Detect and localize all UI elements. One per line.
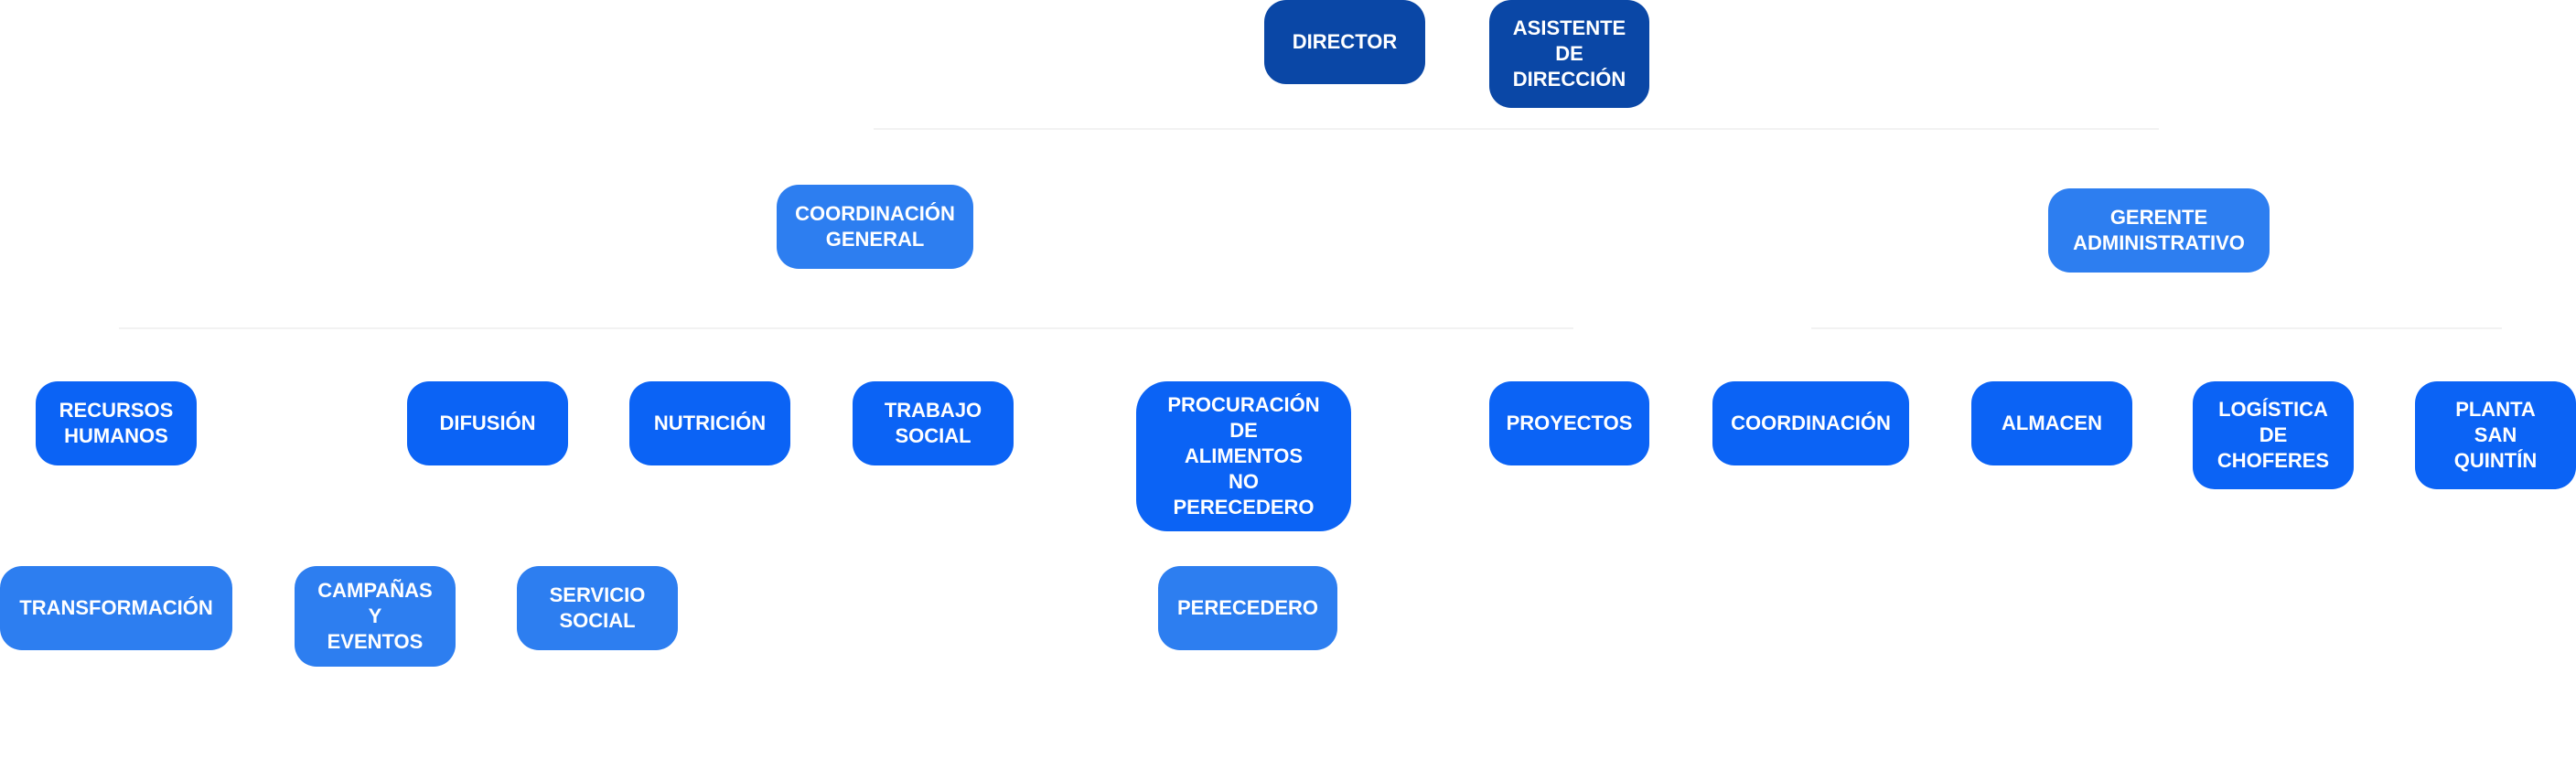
node-servicio-social[interactable]: SERVICIO SOCIAL	[517, 566, 678, 650]
node-recursos-humanos[interactable]: RECURSOS HUMANOS	[36, 381, 197, 465]
connector-level-2-left	[119, 327, 1573, 329]
node-difusion[interactable]: DIFUSIÓN	[407, 381, 568, 465]
node-asistente-de-direccion[interactable]: ASISTENTE DE DIRECCIÓN	[1489, 0, 1649, 108]
connector-level-2-right	[1811, 327, 2502, 329]
connector-level-1	[874, 128, 2159, 130]
node-nutricion[interactable]: NUTRICIÓN	[629, 381, 790, 465]
node-logistica-de-choferes[interactable]: LOGÍSTICA DE CHOFERES	[2193, 381, 2354, 489]
node-proyectos[interactable]: PROYECTOS	[1489, 381, 1649, 465]
node-coordinacion[interactable]: COORDINACIÓN	[1712, 381, 1909, 465]
node-coordinacion-general[interactable]: COORDINACIÓN GENERAL	[777, 185, 973, 269]
node-trabajo-social[interactable]: TRABAJO SOCIAL	[853, 381, 1014, 465]
node-almacen[interactable]: ALMACEN	[1971, 381, 2132, 465]
node-director[interactable]: DIRECTOR	[1264, 0, 1425, 84]
node-transformacion[interactable]: TRANSFORMACIÓN	[0, 566, 232, 650]
node-gerente-administrativo[interactable]: GERENTE ADMINISTRATIVO	[2048, 188, 2270, 273]
node-procuracion-no-perecedero[interactable]: PROCURACIÓN DE ALIMENTOS NO PERECEDERO	[1136, 381, 1351, 531]
node-campanas-y-eventos[interactable]: CAMPAÑAS Y EVENTOS	[295, 566, 456, 667]
node-perecedero[interactable]: PERECEDERO	[1158, 566, 1337, 650]
node-planta-san-quintin[interactable]: PLANTA SAN QUINTÍN	[2415, 381, 2576, 489]
